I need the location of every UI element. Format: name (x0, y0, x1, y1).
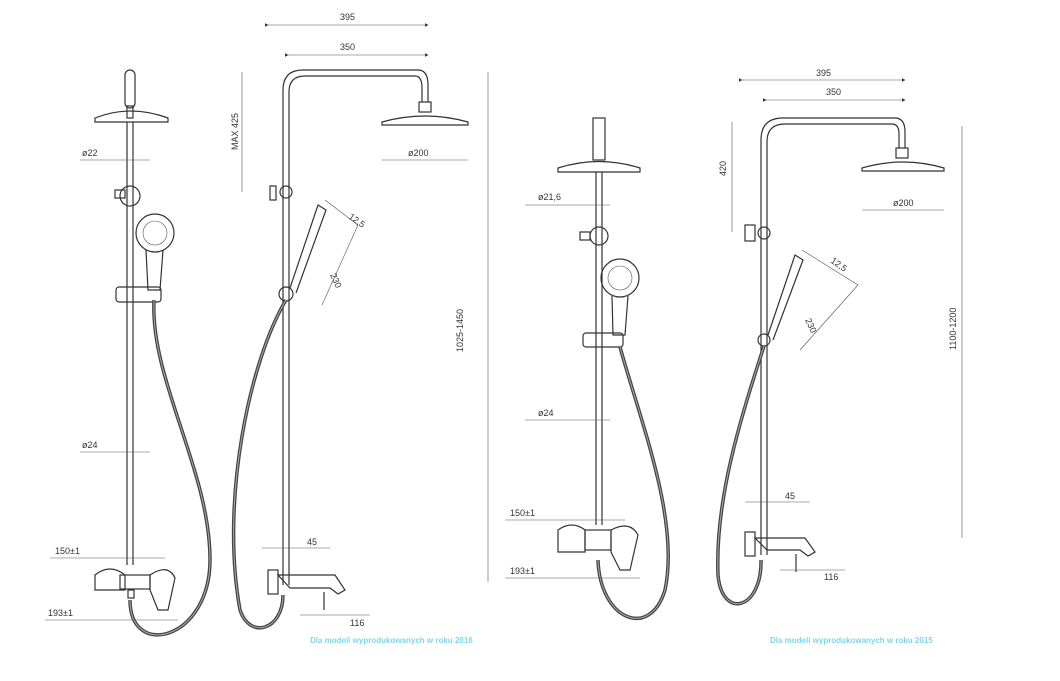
right-front-head-diameter: ø21,6 (538, 192, 561, 202)
right-side-hand-offset: 12,5 (829, 255, 849, 273)
right-side-arm-width: 350 (826, 87, 841, 97)
left-side-max-height: MAX 425 (230, 113, 240, 150)
right-side-spout-offset: 45 (785, 491, 795, 501)
left-side-spout-offset: 45 (307, 537, 317, 547)
right-front-view: ø21,6 ø24 150±1 193±1 (505, 117, 670, 621)
left-front-pipe-diameter: ø24 (82, 440, 98, 450)
right-side-height-range: 1100-1200 (948, 308, 958, 350)
right-side-total-width: 395 (816, 68, 831, 78)
right-set-note: Dla modeli wyprodukowanych w roku 2015 (770, 636, 933, 645)
right-side-view: 395 350 420 ø200 12,5 230 1100-1200 45 1… (716, 68, 963, 645)
right-side-height: 420 (718, 161, 728, 176)
left-side-total-width: 395 (340, 12, 355, 22)
right-front-spacing: 150±1 (510, 508, 535, 518)
left-set-note: Dla modeli wyprodukowanych w roku 2016 (310, 636, 473, 645)
left-front-width: 193±1 (48, 608, 73, 618)
left-side-height-range: 1025-1450 (455, 309, 465, 352)
right-side-spout-length: 116 (824, 572, 838, 582)
right-front-width: 193±1 (510, 566, 535, 576)
left-front-head-diameter: ø22 (82, 148, 98, 158)
left-front-view: ø22 ø24 150±1 193±1 (45, 69, 212, 637)
right-front-pipe-diameter: ø24 (538, 408, 554, 418)
right-side-head-diameter: ø200 (893, 198, 914, 208)
left-side-head-diameter: ø200 (408, 148, 429, 158)
left-side-arm-width: 350 (340, 42, 355, 52)
left-side-spout-length: 116 (350, 618, 364, 628)
left-front-spacing: 150±1 (55, 546, 80, 556)
left-side-view: 395 350 MAX 425 ø200 12,5 230 1025-1450 … (230, 12, 489, 645)
